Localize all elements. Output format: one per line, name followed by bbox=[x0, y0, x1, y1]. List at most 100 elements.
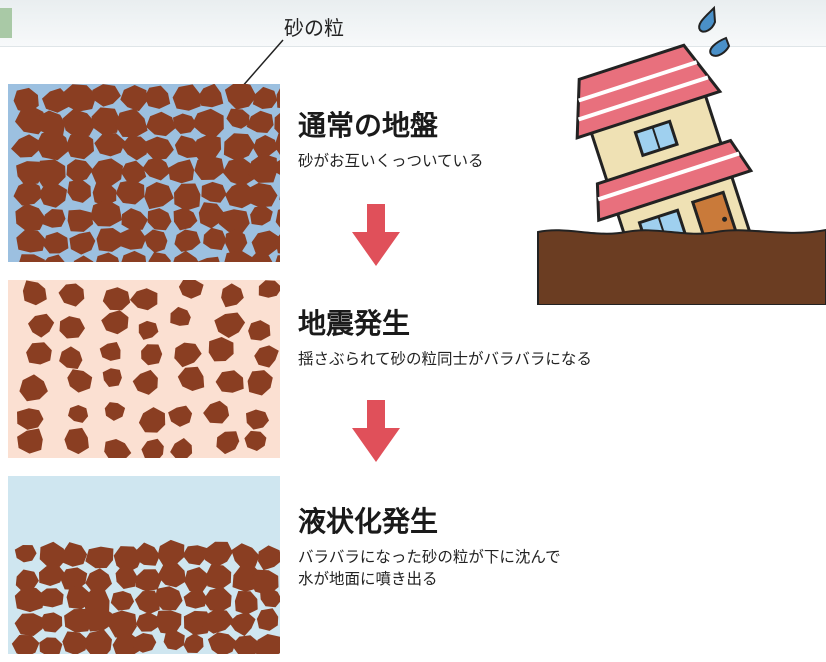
sand-grain bbox=[203, 227, 227, 251]
sand-grain bbox=[104, 439, 132, 458]
sand-grain bbox=[168, 159, 195, 184]
grain-label: 砂の粒 bbox=[284, 16, 344, 40]
sand-grain bbox=[11, 635, 40, 654]
sand-grain bbox=[17, 428, 43, 454]
sand-grain bbox=[246, 110, 274, 133]
panel-normal-ground bbox=[8, 84, 280, 262]
top-strip bbox=[0, 0, 826, 47]
sand-grain bbox=[11, 134, 39, 158]
sand-grain bbox=[13, 180, 43, 206]
sand-grain bbox=[144, 85, 171, 109]
sand-grain bbox=[37, 110, 66, 136]
sand-grain bbox=[191, 108, 224, 139]
sand-grain bbox=[228, 611, 256, 637]
sand-grain bbox=[85, 568, 112, 593]
sand-grain bbox=[146, 136, 174, 160]
sand-grain bbox=[16, 161, 44, 186]
sand-grain bbox=[173, 250, 199, 262]
sand-grain bbox=[135, 542, 160, 566]
sand-grain bbox=[101, 310, 129, 335]
sand-grain bbox=[216, 431, 240, 455]
sand-grain bbox=[110, 591, 135, 611]
sand-grain bbox=[253, 634, 280, 654]
sand-grain bbox=[115, 179, 145, 205]
sand-grain bbox=[104, 402, 126, 421]
sand-grain bbox=[62, 109, 97, 138]
sand-grain bbox=[85, 546, 114, 569]
stage-title-liquefaction: 液状化発生 bbox=[298, 505, 439, 538]
sand-grain bbox=[247, 252, 273, 262]
sand-grain bbox=[60, 567, 88, 590]
sand-grain bbox=[251, 230, 280, 256]
sand-grain bbox=[90, 158, 123, 188]
sand-grain bbox=[129, 288, 158, 311]
sand-grain bbox=[224, 250, 253, 262]
sand-grain bbox=[61, 542, 88, 567]
sand-grain bbox=[155, 610, 182, 635]
sand-grain bbox=[231, 543, 260, 570]
sand-grain bbox=[73, 255, 94, 262]
sand-grain bbox=[64, 608, 93, 633]
sand-grain bbox=[138, 407, 166, 433]
sand-grain bbox=[65, 132, 94, 160]
sand-grain bbox=[226, 108, 250, 129]
sand-grain bbox=[206, 564, 232, 590]
sand-grain bbox=[64, 427, 89, 455]
sand-grain bbox=[258, 280, 280, 298]
sand-grain bbox=[135, 569, 162, 592]
sand-grain bbox=[170, 438, 193, 458]
sand-grain bbox=[274, 112, 280, 135]
sand-grain bbox=[279, 195, 280, 201]
tilting-house-icon bbox=[537, 5, 826, 305]
sand-grain bbox=[253, 135, 277, 157]
stage-title-earthquake: 地震発生 bbox=[298, 307, 411, 340]
sand-grain bbox=[16, 229, 46, 253]
sand-grain bbox=[42, 209, 66, 228]
sand-grain bbox=[183, 633, 204, 653]
sand-grain bbox=[183, 589, 207, 609]
sand-grain bbox=[224, 84, 257, 110]
sand-grain bbox=[203, 400, 230, 424]
sand-grain bbox=[275, 209, 280, 228]
sand-grain bbox=[22, 280, 47, 306]
sand-grain bbox=[112, 633, 140, 654]
sand-grain bbox=[141, 438, 164, 458]
sand-grain bbox=[59, 316, 85, 339]
sand-grain bbox=[68, 405, 89, 423]
sand-grain bbox=[275, 159, 280, 175]
sand-grain bbox=[275, 255, 280, 262]
sand-grain bbox=[182, 545, 208, 566]
sand-grain bbox=[37, 588, 64, 608]
sand-grain bbox=[17, 408, 44, 430]
sand-grain bbox=[225, 228, 248, 254]
sand-grain bbox=[132, 369, 158, 395]
sand-grain bbox=[254, 345, 279, 368]
stage-desc-normal: 砂がお互いくっついている bbox=[298, 152, 484, 170]
sand-grain bbox=[178, 280, 204, 299]
sand-grain bbox=[234, 591, 258, 615]
sand-grain bbox=[274, 133, 280, 156]
sand-grain bbox=[196, 256, 220, 262]
sand-grain bbox=[121, 208, 148, 230]
sand-grain bbox=[275, 234, 280, 254]
sand-grain bbox=[28, 313, 55, 338]
sand-grain bbox=[207, 632, 237, 654]
sand-grain bbox=[121, 136, 149, 161]
sand-grain bbox=[191, 134, 222, 163]
sand-grain bbox=[250, 205, 273, 226]
sand-grain bbox=[168, 405, 193, 427]
sand-grain bbox=[43, 232, 69, 254]
sand-grain bbox=[204, 541, 233, 568]
sand-grain bbox=[148, 252, 171, 262]
sand-grain bbox=[61, 84, 97, 112]
sand-grain bbox=[90, 199, 122, 227]
sand-grain bbox=[225, 181, 254, 209]
sand-grain bbox=[218, 209, 250, 234]
sand-grain bbox=[19, 254, 45, 262]
sand-grain bbox=[19, 374, 48, 402]
sand-grain bbox=[222, 157, 255, 187]
sand-grain bbox=[94, 133, 126, 157]
sand-grain bbox=[118, 229, 147, 250]
sand-grain bbox=[67, 369, 93, 393]
sand-grain bbox=[42, 88, 69, 113]
